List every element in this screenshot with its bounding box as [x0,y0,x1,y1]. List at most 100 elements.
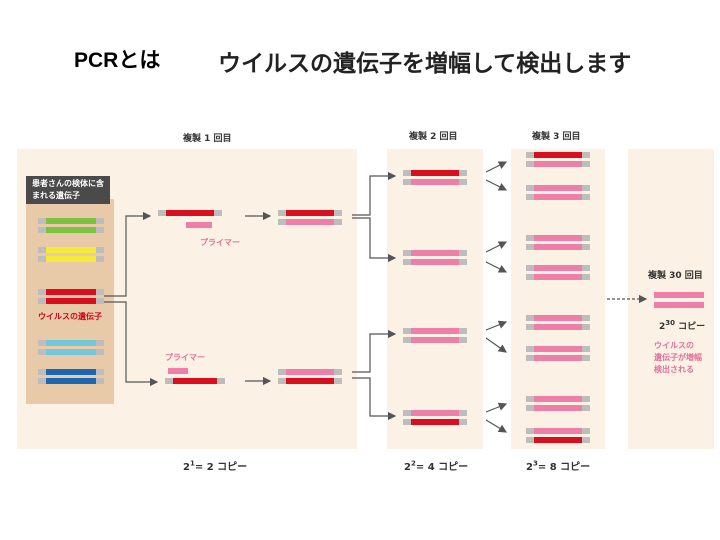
gene-yellow-bottom [46,256,96,262]
c3-copy-5-top-cap-left [526,315,534,321]
c1-primer-top [186,222,212,228]
c1-copy-a-top-cap-right [334,210,342,216]
gene-green-top-cap-left [38,218,46,224]
gene-virus-bottom-cap-left [38,298,46,304]
c3-copy-2-bottom [534,194,582,200]
c1-strand-bottom-cap-right [217,378,225,384]
c2-copy-2-bottom-cap-left [403,259,411,265]
arrow-c1b-to-c2-3 [352,329,397,373]
c1-copy-a-top [286,210,334,216]
c1-copy-b-top-cap-right [334,369,342,375]
copies-cycle-30: 230 コピー [659,319,705,332]
gene-virus-top-cap-left [38,289,46,295]
c1-copy-b-bottom [286,378,334,384]
c3-copy-7-bottom-cap-right [582,405,590,411]
copies-1-exp: 1 [189,459,195,468]
c3-copy-6-bottom-cap-left [526,355,534,361]
c3-copy-6-bottom-cap-right [582,355,590,361]
copies-cycle-2: 22= 4 コピー [404,458,468,473]
result-line-2: 遺伝子が増幅 [654,353,702,362]
c2-copy-3-bottom [411,337,459,343]
c3-copy-4-bottom-cap-right [582,274,590,280]
c3-copy-3-top [534,235,582,241]
c30-strand-top [654,292,704,298]
copies-30-base: 2 [659,322,666,332]
c1-strand-bottom [173,378,217,384]
gene-green-bottom-cap-right [96,227,104,233]
c2-copy-4-bottom [411,419,459,425]
arrow-c2-4-b [485,419,508,433]
c3-copy-1-top-cap-left [526,152,534,158]
c1-primer-bottom [168,368,188,374]
c3-copy-3-top-cap-left [526,235,534,241]
c2-copy-1-bottom-cap-left [403,179,411,185]
c3-copy-1-top [534,152,582,158]
c3-copy-3-bottom [534,244,582,250]
c3-copy-4-top-cap-right [582,265,590,271]
c2-copy-1-top-cap-right [459,170,467,176]
gene-virus-bottom [46,298,96,304]
c1-strand-top [166,210,214,216]
copies-1-base: 2 [183,462,190,473]
arrow-c1a-to-c2-1 [352,171,397,216]
c2-copy-1-bottom [411,179,459,185]
copies-30-rest: コピー [675,322,706,332]
c3-copy-6-bottom [534,355,582,361]
c3-copy-5-top-cap-right [582,315,590,321]
panel-cycle-2 [387,149,483,449]
c1-copy-b-bottom-cap-left [278,378,286,384]
copies-3-base: 2 [526,462,533,473]
gene-green-bottom [46,227,96,233]
c1-copy-a-bottom [286,219,334,225]
gene-blue-bottom [46,378,96,384]
c3-copy-3-bottom-cap-left [526,244,534,250]
c2-copy-3-top-cap-right [459,328,467,334]
arrow-sample-to-bottom [104,301,159,387]
c3-copy-2-top-cap-left [526,185,534,191]
gene-blue-bottom-cap-left [38,378,46,384]
copies-2-base: 2 [404,462,411,473]
c2-copy-3-bottom-cap-right [459,337,467,343]
c3-copy-6-top [534,346,582,352]
copies-3-rest: = 8 コピー [537,462,591,473]
cycle-3-label: 複製 3 回目 [532,132,581,142]
c3-copy-8-top [534,428,582,434]
c3-copy-7-top [534,396,582,402]
cycle-1-label: 複製 1 回目 [183,134,232,144]
c2-copy-1-bottom-cap-right [459,179,467,185]
gene-yellow-top [46,247,96,253]
arrow-sample-to-top [104,211,152,297]
result-line-3: 検出される [654,365,694,374]
c2-copy-2-bottom-cap-right [459,259,467,265]
c3-copy-2-bottom-cap-left [526,194,534,200]
c3-copy-2-top-cap-right [582,185,590,191]
c3-copy-8-bottom-cap-left [526,437,534,443]
gene-green-bottom-cap-left [38,227,46,233]
c1-copy-a-bottom-cap-left [278,219,286,225]
c3-copy-5-top [534,315,582,321]
virus-gene-label: ウイルスの遺伝子 [38,312,102,321]
arrow-c1b-to-c2-4 [352,377,397,421]
c1-strand-top-cap-right [214,210,222,216]
gene-blue-top-cap-left [38,369,46,375]
c3-copy-4-top-cap-left [526,265,534,271]
c3-copy-1-bottom-cap-left [526,161,534,167]
c3-copy-6-top-cap-right [582,346,590,352]
c3-copy-4-top [534,265,582,271]
c3-copy-3-top-cap-right [582,235,590,241]
c30-strand-bottom [654,302,704,308]
copies-3-exp: 3 [532,459,538,468]
title-prefix: PCRとは [74,49,161,72]
title-main: ウイルスの遺伝子を増幅して検出します [218,51,632,77]
copies-2-exp: 2 [410,459,416,468]
copies-1-rest: = 2 コピー [194,462,248,473]
c3-copy-1-bottom-cap-right [582,161,590,167]
gene-blue-top [46,369,96,375]
c2-copy-3-bottom-cap-left [403,337,411,343]
c1-copy-a-top-cap-left [278,210,286,216]
c3-copy-8-bottom-cap-right [582,437,590,443]
copies-cycle-3: 23= 8 コピー [526,458,590,473]
c3-copy-8-top-cap-right [582,428,590,434]
c2-copy-4-bottom-cap-left [403,419,411,425]
gene-cyan-top-cap-right [96,340,104,346]
